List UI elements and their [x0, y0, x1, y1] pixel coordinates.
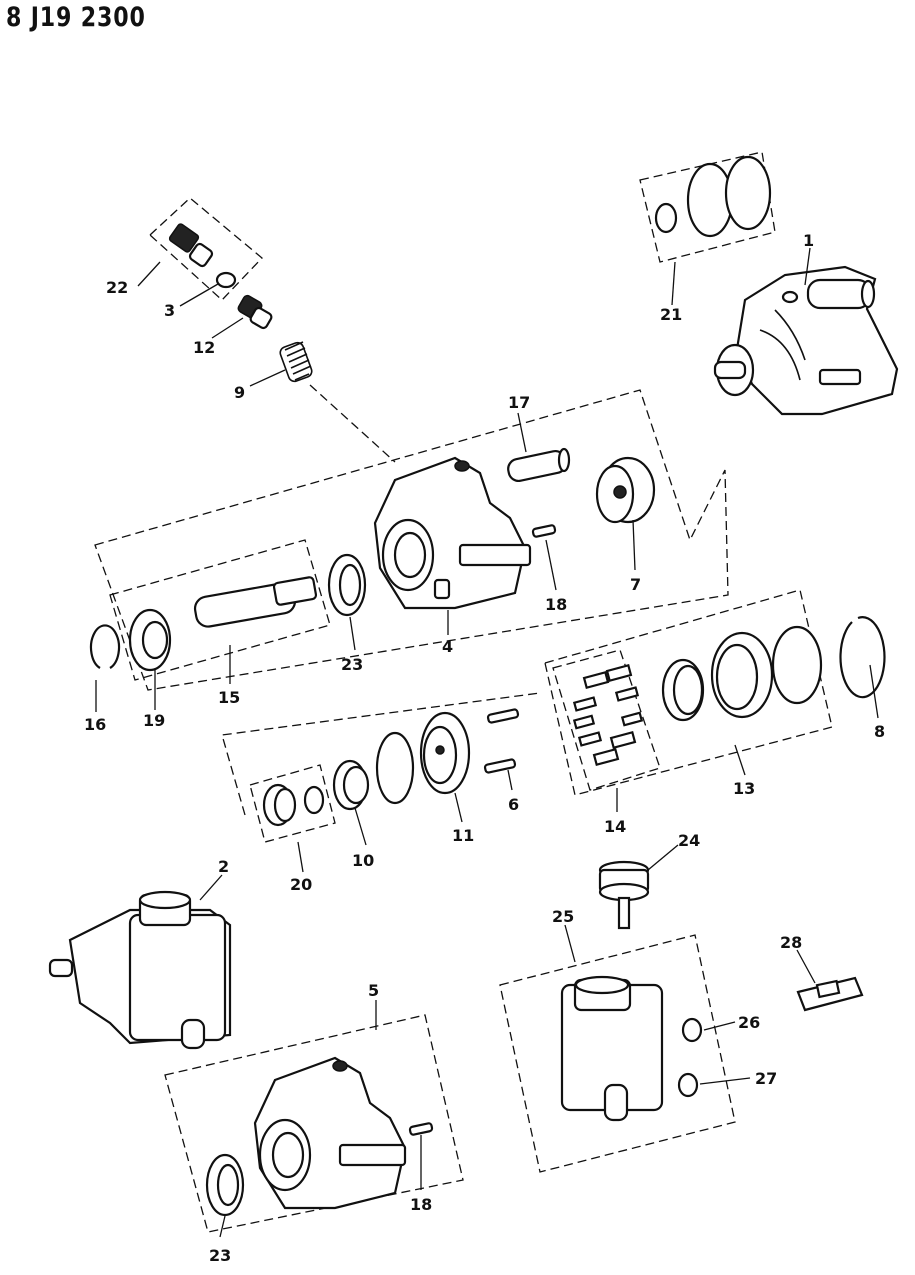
bearing-19: [128, 608, 172, 672]
dowel-18: [531, 524, 557, 538]
callout-7: 7: [630, 575, 641, 594]
drawing-code: 8 J19 2300: [6, 2, 146, 33]
callout-6: 6: [508, 795, 519, 814]
callout-26: 26: [738, 1013, 760, 1032]
shaft-seal-23: [327, 553, 367, 617]
reservoir-group-25: [499, 934, 736, 1173]
housing-group-5: [164, 1014, 464, 1233]
callout-16: 16: [84, 715, 106, 734]
callout-1: 1: [803, 231, 814, 250]
callout-19: 19: [143, 711, 165, 730]
shaft-seal-23-lower: [205, 1153, 245, 1217]
o-ring-cartridge: [771, 625, 823, 705]
pin-17: [507, 447, 571, 483]
callout-18: 18: [545, 595, 567, 614]
seal-20: [262, 783, 325, 827]
callout-3: 3: [164, 301, 175, 320]
pins-6: [483, 708, 520, 774]
callout-20: 20: [290, 875, 312, 894]
pump-housing-5: [253, 1056, 407, 1210]
retaining-ring-16: [89, 624, 121, 669]
dowel-18-lower: [408, 1122, 434, 1136]
fitting-group-22: [149, 197, 263, 301]
callout-4: 4: [442, 637, 453, 656]
cam-ring: [710, 631, 774, 719]
end-plate-7: [595, 456, 656, 524]
callout-12: 12: [193, 338, 215, 357]
bracket-28: [796, 976, 864, 1012]
callout-28: 28: [780, 933, 802, 952]
vanes-14: [572, 663, 644, 767]
cartridge-group-13: [544, 589, 833, 796]
callout-17: 17: [508, 393, 530, 412]
callout-13: 13: [733, 779, 755, 798]
callout-5: 5: [368, 981, 379, 1000]
flow-control-valve-12: [237, 294, 273, 330]
o-ring: [375, 731, 415, 805]
leader-lines: [95, 247, 879, 1238]
pressure-plate-11: [419, 711, 471, 795]
pump-with-reservoir-2: [48, 890, 232, 1050]
callout-24: 24: [678, 831, 700, 850]
pressure-plate-group: [221, 692, 541, 816]
housing-group-4: [94, 389, 729, 691]
callout-9: 9: [234, 383, 245, 402]
callout-27: 27: [755, 1069, 777, 1088]
callout-15: 15: [218, 688, 240, 707]
reservoir-25: [560, 975, 664, 1122]
reservoir-cap-24: [598, 860, 650, 930]
shaft-15-group: [109, 539, 331, 681]
seal-kit-21: [639, 151, 776, 263]
o-ring-27: [677, 1072, 699, 1098]
spring-10: [332, 759, 370, 811]
callout-23: 23: [341, 655, 363, 674]
o-ring-3: [215, 271, 237, 289]
callout-labels: 1 2 3 4 5 6 7 8 9 10 11 12 13 14 15 16 1…: [84, 231, 885, 1265]
rotor: [661, 658, 705, 722]
snap-ring-8: [839, 616, 886, 699]
pressure-fitting: [168, 223, 214, 268]
callout-25: 25: [552, 907, 574, 926]
callout-18-lower: 18: [410, 1195, 432, 1214]
callout-22: 22: [106, 278, 128, 297]
callout-21: 21: [660, 305, 682, 324]
callout-2: 2: [218, 857, 229, 876]
callout-11: 11: [452, 826, 474, 845]
seal-group-20: [249, 764, 336, 843]
pump-housing-4: [373, 456, 532, 610]
callout-14: 14: [604, 817, 626, 836]
o-ring-26: [681, 1017, 703, 1043]
power-steering-pump-1: [713, 265, 899, 416]
spring-9: [279, 341, 313, 383]
vanes-group-14: [552, 649, 661, 791]
callout-8: 8: [874, 722, 885, 741]
callout-10: 10: [352, 851, 374, 870]
drive-shaft-15: [193, 576, 318, 628]
callout-23-lower: 23: [209, 1246, 231, 1265]
